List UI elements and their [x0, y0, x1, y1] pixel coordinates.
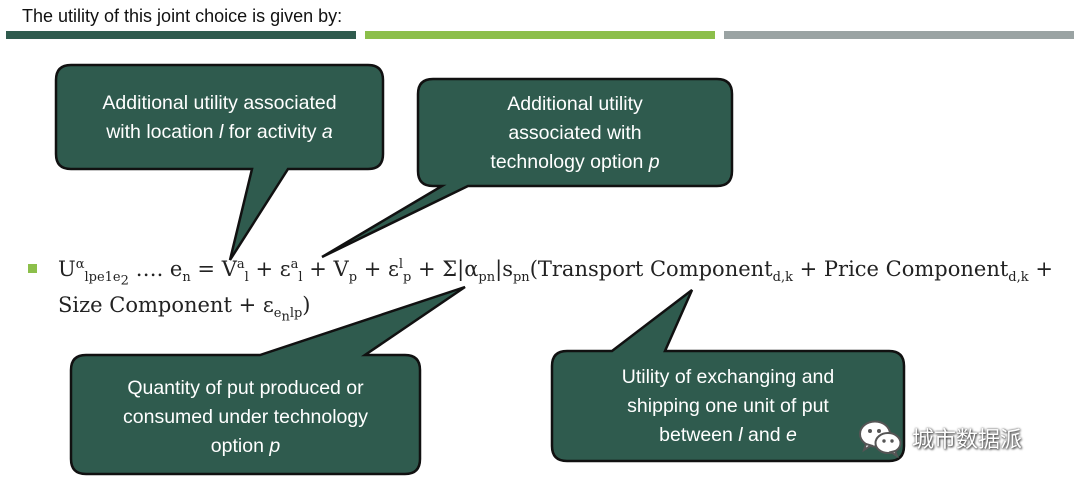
callout-exchange-shape [550, 289, 906, 463]
page-title: The utility of this joint choice is give… [22, 6, 343, 26]
callout-technology-shape [321, 77, 734, 259]
wechat-watermark: 城市数据派 [858, 418, 1022, 458]
wechat-icon [859, 420, 902, 458]
callout-quantity-shape [69, 285, 466, 476]
callout-location-text: Additional utility associated with locat… [102, 91, 337, 143]
callout-location-shape [54, 63, 385, 261]
header-bar-gray [724, 31, 1074, 39]
callout-technology-text: Additional utility associated with techn… [490, 92, 660, 173]
callout-exchange-text: Utility of exchanging and shipping one u… [621, 366, 835, 446]
wechat-account-label: 城市数据派 [912, 428, 1023, 453]
utility-equation-line-1: Uαlpe1e2 …. en = Val + εal + Vp + εlp + … [58, 257, 1053, 289]
callout-quantity-text: Quantity of put produced or consumed und… [123, 376, 368, 457]
utility-equation-line-2: Size Component + εenlp) [58, 293, 311, 325]
header-bar-green [365, 31, 715, 39]
bullet-square-icon [28, 264, 37, 273]
header-bar-dark [6, 31, 356, 39]
